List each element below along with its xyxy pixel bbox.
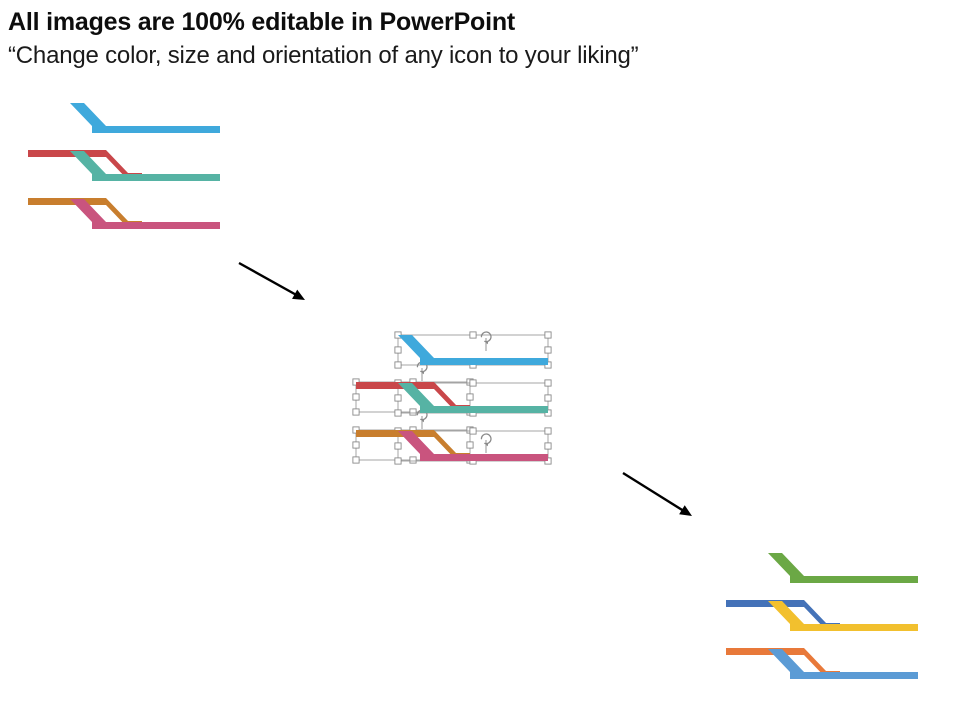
selection-handle[interactable] [352, 441, 360, 449]
arrow-band-3[interactable] [768, 601, 918, 631]
selection-handle[interactable] [409, 408, 417, 416]
arrow-band-5[interactable] [768, 649, 918, 679]
rotation-handle[interactable] [480, 433, 492, 453]
selection-handle[interactable] [544, 379, 552, 387]
selection-handle[interactable] [394, 409, 402, 417]
selection-handle[interactable] [352, 456, 360, 464]
rotation-handle[interactable] [480, 331, 492, 351]
flow-arrow-top [229, 253, 315, 310]
selection-handle[interactable] [469, 379, 477, 387]
page-title: All images are 100% editable in PowerPoi… [8, 8, 516, 36]
arrow-head [292, 289, 305, 300]
interlocking-arrow-diagram-original[interactable] [16, 103, 234, 252]
selection-handle[interactable] [352, 408, 360, 416]
selection-handle[interactable] [466, 441, 474, 449]
arrow-band-3[interactable] [398, 383, 548, 413]
arrow-shaft [622, 471, 688, 515]
arrow-head [679, 505, 692, 516]
selection-handle[interactable] [394, 346, 402, 354]
selection-overlay [352, 331, 552, 465]
selection-handle[interactable] [469, 331, 477, 339]
arrow-band-5[interactable] [70, 199, 220, 229]
selection-handle[interactable] [544, 331, 552, 339]
interlocking-arrow-diagram-recolored[interactable] [714, 553, 932, 702]
arrow-band-3[interactable] [70, 151, 220, 181]
selection-handle[interactable] [466, 393, 474, 401]
page-subtitle: “Change color, size and orientation of a… [8, 42, 639, 69]
selection-handle[interactable] [544, 346, 552, 354]
selection-handle[interactable] [544, 394, 552, 402]
arrow-band-1[interactable] [768, 553, 918, 583]
selection-handle[interactable] [394, 457, 402, 465]
selection-handle[interactable] [394, 442, 402, 450]
selection-handle[interactable] [409, 456, 417, 464]
heading-block: All images are 100% editable in PowerPoi… [8, 8, 908, 70]
selection-handle[interactable] [544, 427, 552, 435]
selection-handle[interactable] [469, 427, 477, 435]
interlocking-arrow-diagram-selected[interactable] [322, 322, 584, 506]
arrow-shaft [238, 261, 301, 299]
selection-handle[interactable] [352, 393, 360, 401]
selection-handle[interactable] [394, 394, 402, 402]
selection-handle[interactable] [544, 442, 552, 450]
flow-arrow-bottom [613, 463, 702, 526]
arrow-band-5[interactable] [398, 431, 548, 461]
arrow-band-1[interactable] [398, 335, 548, 365]
arrow-band-1[interactable] [70, 103, 220, 133]
selection-handle[interactable] [394, 361, 402, 369]
